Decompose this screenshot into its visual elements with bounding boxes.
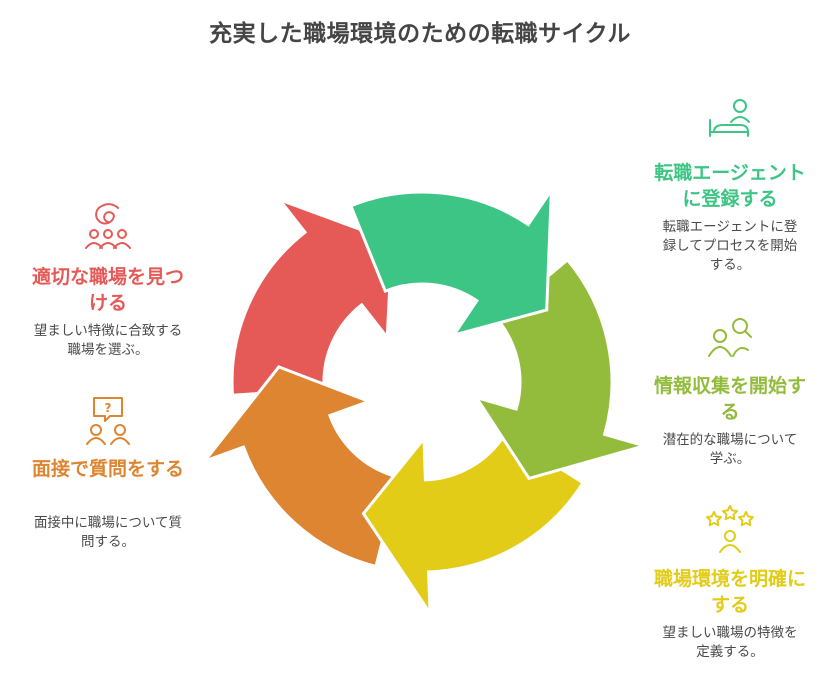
stage-description-ask-questions: 面接中に職場について質問する。 (33, 515, 183, 550)
people-spiral-icon (85, 203, 131, 249)
user-bed-icon (709, 99, 750, 137)
cycle-arrow-register-agent (348, 185, 554, 338)
cycle-arrow-ask-questions (200, 365, 401, 569)
stage-heading-gather-info: 情報収集を開始する (653, 375, 806, 423)
people-search-icon (708, 318, 752, 357)
stage-description-gather-info: 潜在的な職場について学ぶ。 (662, 432, 798, 467)
stage-heading-find-workplace: 適切な職場を見つける (31, 266, 184, 314)
cycle-arrow-find-workplace (230, 196, 394, 397)
stage-heading-define-workplace: 職場環境を明確にする (653, 568, 806, 616)
stage-description-define-workplace: 望ましい職場の特徴を定義する。 (662, 625, 798, 660)
person-stars-icon (706, 505, 754, 553)
stage-description-register-agent: 転職エージェントに登録してプロセスを開始する。 (662, 219, 798, 273)
interview-question-icon: ? (86, 397, 130, 445)
stage-heading-register-agent: 転職エージェントに登録する (654, 162, 806, 210)
stage-description-find-workplace: 望ましい特徴に合致する職場を選ぶ。 (33, 323, 183, 358)
svg-text:?: ? (105, 401, 112, 415)
stage-heading-ask-questions: 面接で質問をする (31, 458, 184, 480)
page-title: 充実した職場環境のための転職サイクル (209, 21, 631, 47)
